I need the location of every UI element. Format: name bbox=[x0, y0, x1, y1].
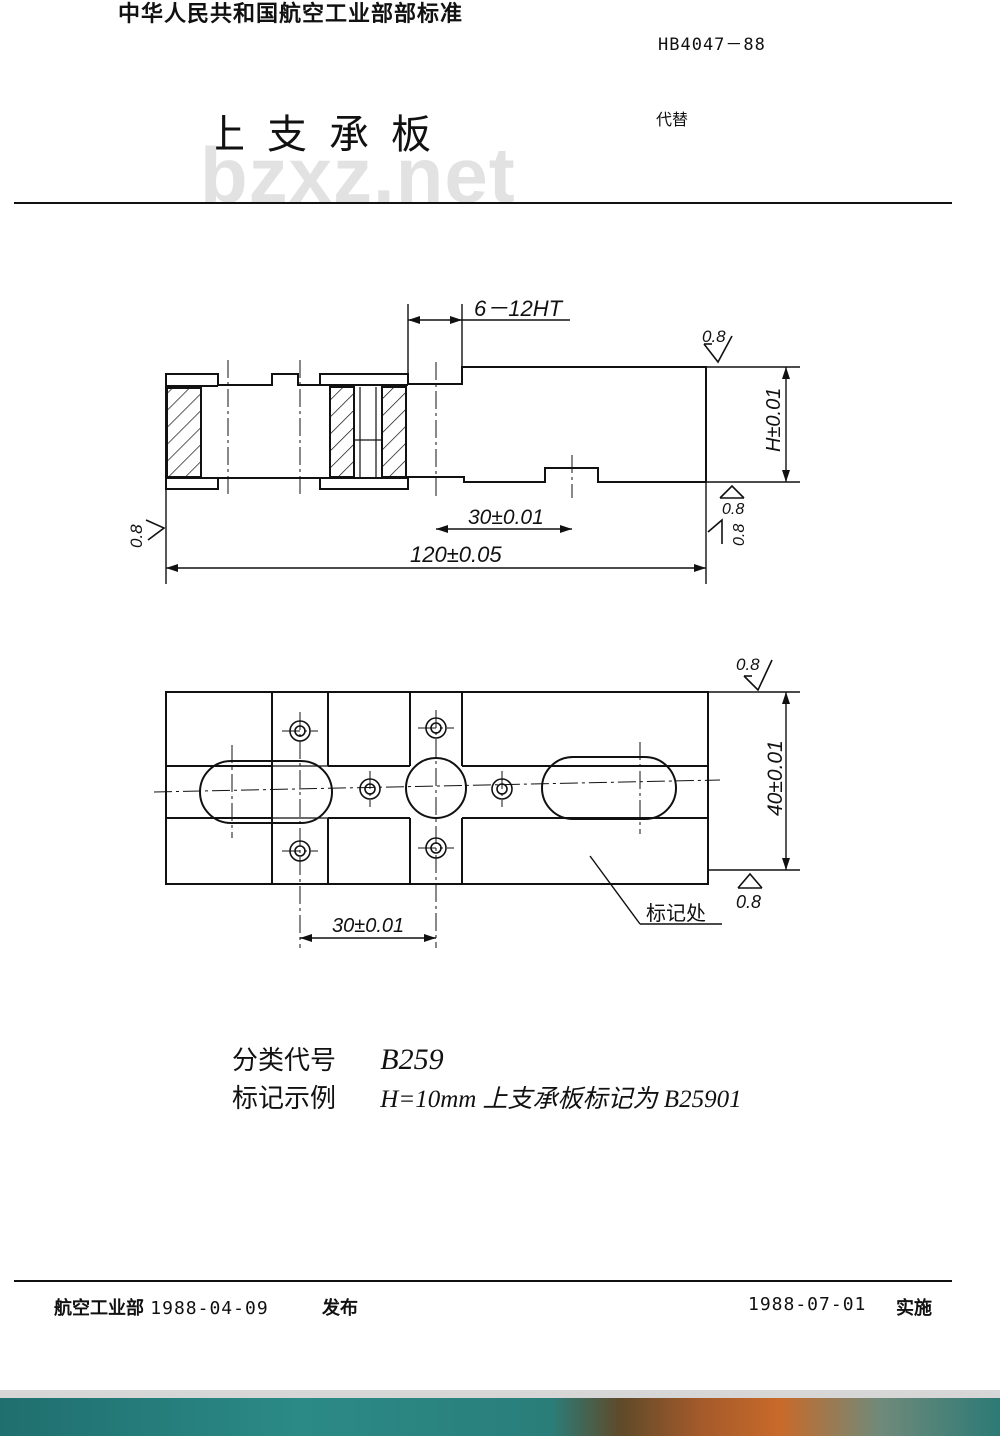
roughness-right-b-label: 0.8 bbox=[731, 524, 748, 546]
header-rule bbox=[14, 202, 952, 204]
issue-date: 1988-04-09 bbox=[150, 1298, 269, 1319]
effective-word: 实施 bbox=[896, 1298, 932, 1319]
issuer-name: 航空工业部 bbox=[54, 1298, 144, 1319]
spacing-dim-bottom-label: 30±0.01 bbox=[332, 915, 404, 937]
example-label: 标记示例 bbox=[232, 1084, 337, 1114]
standard-code: HB4047－88 bbox=[658, 35, 766, 55]
width-dim-label: 40±0.01 bbox=[764, 740, 787, 816]
example-value: H=10mm 上支承板标记为 B25901 bbox=[380, 1086, 742, 1113]
roughness-right-a-label: 0.8 bbox=[722, 501, 744, 518]
spacing-dim-label: 30±0.01 bbox=[468, 506, 544, 529]
roughness-top-label: 0.8 bbox=[702, 327, 726, 346]
organization-header: 中华人民共和国航空工业部部标准 bbox=[118, 2, 464, 27]
page-title: 上支承板 bbox=[205, 112, 453, 158]
roughness-bottom-view-label: 0.8 bbox=[736, 892, 761, 912]
issue-word: 发布 bbox=[322, 1298, 358, 1319]
footer-rule bbox=[14, 1280, 952, 1282]
example-line: 标记示例 H=10mm 上支承板标记为 B25901 bbox=[232, 1078, 742, 1115]
height-dim-label: H±0.01 bbox=[763, 388, 785, 452]
classification-label: 分类代号 bbox=[232, 1046, 337, 1076]
length-dim-label: 120±0.05 bbox=[410, 542, 502, 567]
viewer-divider bbox=[0, 1390, 1000, 1398]
classification-line: 分类代号 B259 bbox=[232, 1040, 444, 1077]
hole-callout-label: 6－12HT bbox=[474, 296, 564, 321]
roughness-left-label: 0.8 bbox=[127, 524, 146, 548]
marking-label: 标记处 bbox=[646, 901, 706, 925]
top-view bbox=[153, 659, 800, 948]
top-view-labels: 0.8 40±0.01 0.8 30±0.01 标记处 bbox=[332, 655, 787, 937]
replaces-label: 代替 bbox=[656, 110, 689, 129]
technical-drawing: 6－12HT 0.8 H±0.01 30±0.01 120±0.05 0.8 0… bbox=[127, 296, 800, 948]
effective-date: 1988-07-01 bbox=[748, 1294, 867, 1315]
background-strip bbox=[0, 1398, 1000, 1436]
watermark: bzxz.net bbox=[200, 131, 516, 219]
side-view bbox=[145, 304, 800, 584]
side-view-labels: 6－12HT 0.8 H±0.01 30±0.01 120±0.05 0.8 0… bbox=[127, 296, 785, 567]
footer-issuer: 航空工业部 1988-04-09 bbox=[54, 1294, 269, 1320]
classification-value: B259 bbox=[380, 1043, 444, 1076]
roughness-top-view-label: 0.8 bbox=[736, 655, 760, 674]
